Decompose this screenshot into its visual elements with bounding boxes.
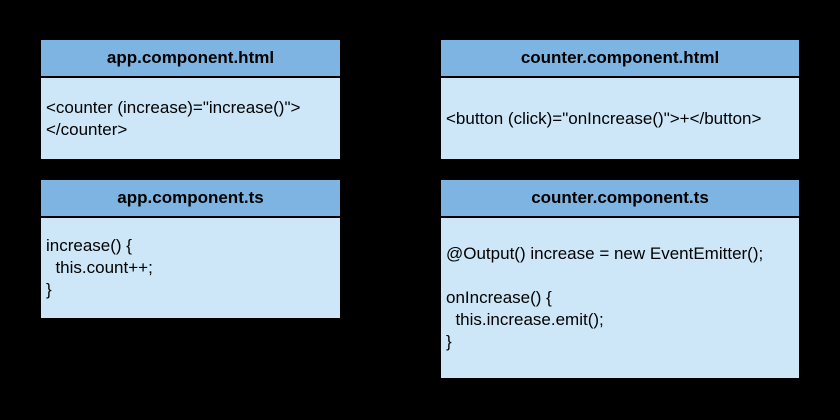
code-snippet: @Output() increase = new EventEmitter();… [446, 244, 764, 351]
code-snippet: increase() { this.count++; } [46, 236, 153, 299]
file-box-app-component-html: app.component.html <counter (increase)="… [41, 40, 340, 159]
file-box-title: app.component.ts [41, 180, 340, 218]
code-snippet: <counter (increase)="increase()"> </coun… [46, 97, 301, 139]
file-box-counter-component-ts: counter.component.ts @Output() increase … [441, 180, 799, 378]
file-box-body: <button (click)="onIncrease()">+</button… [441, 78, 799, 159]
file-box-body: increase() { this.count++; } [41, 218, 340, 318]
file-box-body: @Output() increase = new EventEmitter();… [441, 218, 799, 378]
file-box-counter-component-html: counter.component.html <button (click)="… [441, 40, 799, 159]
file-box-body: <counter (increase)="increase()"> </coun… [41, 78, 340, 159]
file-box-title: counter.component.html [441, 40, 799, 78]
file-box-app-component-ts: app.component.ts increase() { this.count… [41, 180, 340, 318]
file-box-title: counter.component.ts [441, 180, 799, 218]
file-box-title: app.component.html [41, 40, 340, 78]
code-snippet: <button (click)="onIncrease()">+</button… [446, 108, 762, 128]
